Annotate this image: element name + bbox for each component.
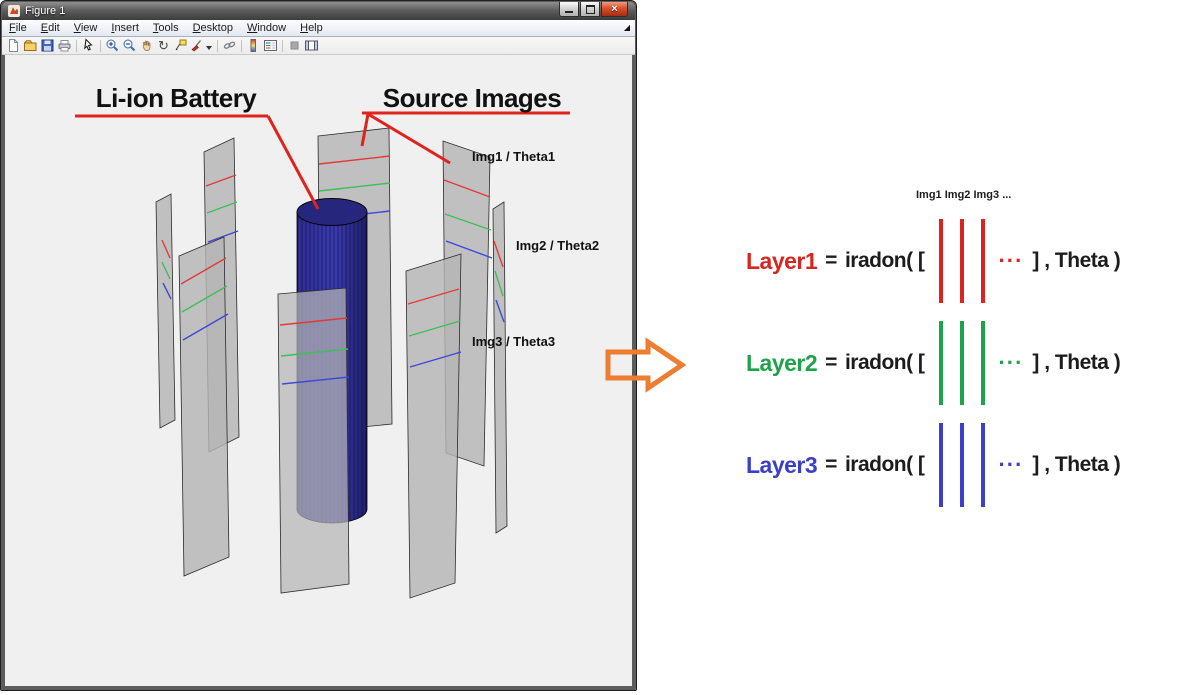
bar xyxy=(960,423,965,507)
link-plot-icon[interactable] xyxy=(221,38,238,53)
open-file-icon[interactable] xyxy=(22,38,39,53)
menu-window[interactable]: Window xyxy=(246,22,287,34)
callout-lines xyxy=(75,111,570,210)
theta-close: ] , Theta ) xyxy=(1032,351,1121,374)
sinogram-bars-red xyxy=(939,219,986,303)
bar xyxy=(981,423,986,507)
source-callout-line-1 xyxy=(360,113,370,147)
layer1-label: Layer1 xyxy=(746,247,818,274)
equation-row-layer3: Layer3 = iradon( [ ··· ] , Theta ) xyxy=(746,423,1121,507)
iradon-open: iradon( [ xyxy=(844,453,925,476)
title-bar[interactable]: Figure 1 × xyxy=(2,2,635,20)
menu-bar: File Edit View Insert Tools Desktop Wind… xyxy=(2,20,635,37)
transform-arrow-icon xyxy=(605,337,687,393)
caption-buttons: × xyxy=(559,2,628,17)
menu-tools[interactable]: Tools xyxy=(152,22,179,34)
menu-edit[interactable]: Edit xyxy=(40,22,60,34)
minimize-icon xyxy=(565,11,573,13)
bar xyxy=(960,321,965,405)
sinogram-bars-blue xyxy=(939,423,986,507)
brush-icon[interactable] xyxy=(189,38,206,53)
equals-sign: = xyxy=(825,453,837,476)
toolbar-separator xyxy=(241,39,242,52)
ellipsis-dots: ··· xyxy=(998,350,1024,375)
menu-file[interactable]: File xyxy=(9,22,27,34)
equals-sign: = xyxy=(825,249,837,272)
panel-right-sliver xyxy=(492,201,508,534)
battery-callout-line xyxy=(266,115,320,210)
toolbar-separator xyxy=(282,39,283,52)
bar xyxy=(939,219,944,303)
panel-left-front xyxy=(178,236,230,577)
maximize-button[interactable] xyxy=(580,2,600,17)
menu-overflow-icon[interactable]: ◢ xyxy=(623,23,630,32)
panel-center-front xyxy=(277,287,350,594)
bar xyxy=(981,219,986,303)
equation-row-layer1: Layer1 = iradon( [ ··· ] , Theta ) xyxy=(746,219,1121,303)
brush-dropdown-icon[interactable] xyxy=(206,45,212,50)
equals-sign: = xyxy=(825,351,837,374)
source-images-header: Img1 Img2 Img3 ... xyxy=(916,189,1012,201)
toolbar: ↻ xyxy=(2,37,635,55)
hide-plot-tools-icon[interactable] xyxy=(286,38,303,53)
equation-row-layer2: Layer2 = iradon( [ ··· ] , Theta ) xyxy=(746,321,1121,405)
save-icon[interactable] xyxy=(39,38,56,53)
panel-right-front xyxy=(405,253,462,599)
new-file-icon[interactable] xyxy=(5,38,22,53)
zoom-out-icon[interactable] xyxy=(121,38,138,53)
print-icon[interactable] xyxy=(56,38,73,53)
sinogram-bars-green xyxy=(939,321,986,405)
menu-help[interactable]: Help xyxy=(300,22,323,34)
zoom-in-icon[interactable] xyxy=(104,38,121,53)
matlab-icon xyxy=(8,5,20,17)
img3-theta3-label: Img3 / Theta3 xyxy=(472,334,555,349)
window-title: Figure 1 xyxy=(25,5,66,17)
source-images-title: Source Images xyxy=(383,83,562,113)
rotate-3d-icon[interactable]: ↻ xyxy=(158,38,169,53)
maximize-icon xyxy=(585,4,595,14)
insert-legend-icon[interactable] xyxy=(262,38,279,53)
toolbar-separator xyxy=(76,39,77,52)
battery-title: Li-ion Battery xyxy=(96,83,258,113)
img2-theta2-label: Img2 / Theta2 xyxy=(516,238,599,253)
data-cursor-icon[interactable] xyxy=(172,38,189,53)
source-callout-line-2 xyxy=(367,112,451,165)
ellipsis-dots: ··· xyxy=(998,248,1024,273)
menu-view[interactable]: View xyxy=(73,22,98,34)
theta-close: ] , Theta ) xyxy=(1032,249,1121,272)
img1-theta1-label: Img1 / Theta1 xyxy=(472,149,555,164)
insert-colorbar-icon[interactable] xyxy=(245,38,262,53)
bar xyxy=(960,219,965,303)
toolbar-separator xyxy=(217,39,218,52)
bar xyxy=(939,423,944,507)
figure-canvas[interactable]: Li-ion Battery Source Images Img1 / Thet… xyxy=(5,53,632,686)
menu-insert[interactable]: Insert xyxy=(111,22,139,34)
minimize-button[interactable] xyxy=(559,2,579,17)
ellipsis-dots: ··· xyxy=(998,452,1024,477)
theta-close: ] , Theta ) xyxy=(1032,453,1121,476)
menu-desktop[interactable]: Desktop xyxy=(192,22,233,34)
cursor-icon[interactable] xyxy=(80,38,97,53)
iradon-open: iradon( [ xyxy=(844,351,925,374)
toolbar-separator xyxy=(100,39,101,52)
bar xyxy=(981,321,986,405)
pan-icon[interactable] xyxy=(138,38,155,53)
bar xyxy=(939,321,944,405)
layer2-label: Layer2 xyxy=(746,349,818,376)
layer3-label: Layer3 xyxy=(746,451,818,478)
iradon-open: iradon( [ xyxy=(844,249,925,272)
close-button[interactable]: × xyxy=(601,2,628,17)
panel-far-left xyxy=(155,193,176,429)
show-plot-tools-icon[interactable] xyxy=(303,38,320,53)
